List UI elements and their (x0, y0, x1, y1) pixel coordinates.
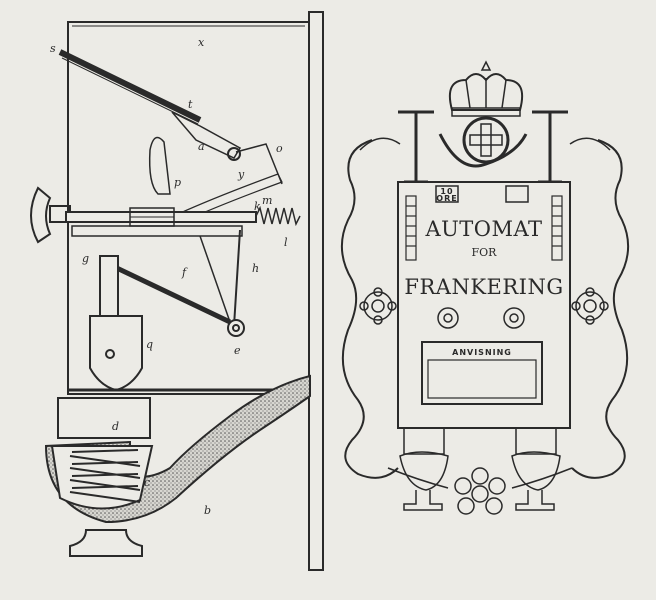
left-window-bottom-text: ORE (436, 194, 457, 203)
franking-machine (340, 60, 630, 515)
part-label-p: p (174, 176, 181, 189)
bellows (57, 397, 151, 439)
machine-title-line2: FOR (472, 246, 498, 259)
part-label-a: a (198, 140, 205, 153)
part-label-o: o (276, 142, 283, 155)
left-scale (405, 195, 417, 261)
housing (67, 21, 310, 395)
right-top-window (505, 185, 529, 203)
mechanism-diagram (30, 11, 324, 571)
part-label-k: k (254, 200, 261, 213)
part-label-l: l (284, 236, 288, 249)
bottom-flower-icon (454, 467, 506, 515)
right-scale (551, 195, 563, 261)
part-label-g: g (82, 252, 89, 265)
part-label-h: h (252, 262, 259, 275)
part-label-c: c (144, 476, 150, 489)
machine-title-line1: AUTOMAT (424, 217, 542, 241)
part-label-t: t (188, 98, 193, 111)
crank-handle (30, 186, 52, 244)
piston (89, 315, 143, 392)
right-vase (511, 427, 561, 511)
left-vase (399, 427, 449, 511)
part-label-y: y (237, 168, 245, 181)
instruction-plate (421, 341, 543, 405)
part-label-m: m (262, 194, 272, 207)
rosette-left-outer-icon (359, 287, 397, 325)
coil-spring (69, 449, 141, 503)
instruction-plate-label: ANVISNING (452, 348, 512, 357)
rosette-right-outer-icon (571, 287, 609, 325)
part-label-e: e (234, 344, 241, 357)
rosette-inner-left-icon (437, 307, 459, 329)
ornate-frame (340, 139, 399, 479)
coin-chute (58, 49, 202, 123)
crown-emblem (438, 60, 528, 168)
part-label-q: q (146, 338, 153, 351)
pawl (148, 136, 171, 195)
machine-text: AUTOMAT FOR FRANKERING ANVISNING 10 ORE (404, 187, 563, 357)
part-labels: s x t a o p y k m l g f h e q d c b (50, 36, 288, 517)
part-label-b: b (204, 504, 211, 517)
part-label-d: d (112, 420, 119, 433)
rosette-inner-right-icon (503, 307, 525, 329)
left-top-window (435, 185, 459, 203)
wall-post (308, 11, 324, 571)
part-label-s: s (50, 42, 56, 55)
part-label-x: x (198, 36, 205, 49)
machine-title-line3: FRANKERING (404, 275, 563, 299)
left-window-top-text: 10 (440, 187, 453, 196)
spring (255, 205, 301, 227)
part-label-f: f (181, 266, 188, 279)
